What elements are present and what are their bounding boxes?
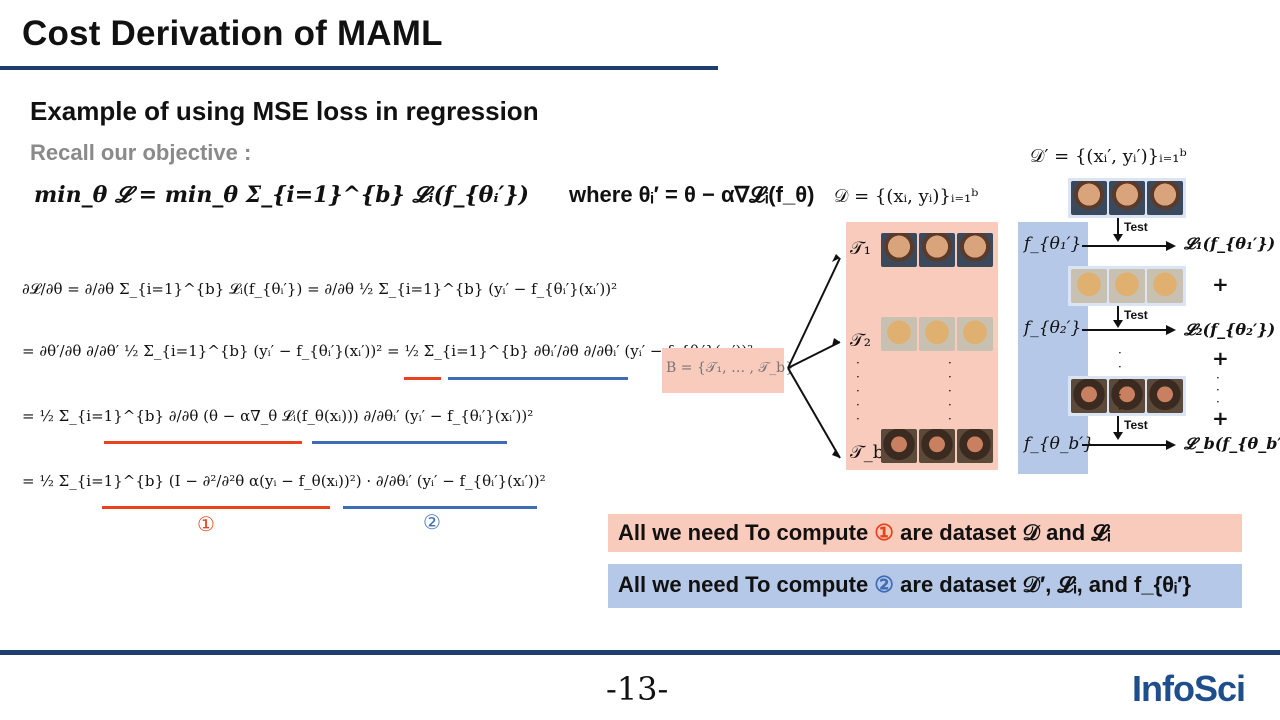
note-1-prefix: All we need To compute bbox=[618, 520, 875, 545]
task-vdots-left: · · · · · bbox=[856, 356, 860, 426]
person-photo bbox=[881, 233, 917, 267]
title-divider bbox=[0, 66, 718, 70]
chimp-photo bbox=[1109, 379, 1145, 413]
task-1-images bbox=[878, 230, 996, 270]
task-b-images bbox=[878, 426, 996, 466]
model-panel bbox=[1018, 222, 1088, 474]
marker-1: ① bbox=[197, 514, 215, 536]
underline-red-3 bbox=[104, 441, 302, 444]
slide-title: Cost Derivation of MAML bbox=[22, 14, 443, 53]
recall-label: Recall our objective : bbox=[30, 140, 252, 165]
task-label-1: 𝒯₁ bbox=[850, 238, 872, 259]
note-marker-2: All we need To compute ② are dataset 𝒟′,… bbox=[608, 564, 1242, 608]
loss-label-b: 𝓛_b(f_{θ_b′}) bbox=[1184, 434, 1280, 453]
loss-label-1: 𝓛₁(f_{θ₁′}) bbox=[1184, 234, 1276, 253]
objective-right: where θᵢ′ = θ − α∇𝓛ᵢ(f_θ) bbox=[568, 182, 815, 207]
derivation-line-2: = ∂θ′/∂θ ∂/∂θ′ ½ Σ_{i=1}^{b} (yᵢ′ − f_{θ… bbox=[22, 342, 754, 360]
person-photo bbox=[919, 233, 955, 267]
dataset-d-label: 𝒟 = {(xᵢ, yᵢ)}ᵢ₌₁ᵇ bbox=[834, 186, 979, 207]
underline-red-4 bbox=[102, 506, 330, 509]
marker-2: ② bbox=[423, 512, 441, 534]
note-2-marker: ② bbox=[874, 572, 895, 597]
person-photo bbox=[1109, 181, 1145, 215]
dog-photo bbox=[1147, 269, 1183, 303]
chimp-photo bbox=[1071, 379, 1107, 413]
chimp-photo bbox=[1147, 379, 1183, 413]
page-number: -13- bbox=[606, 670, 669, 708]
chimp-photo bbox=[881, 429, 917, 463]
plus-3: + bbox=[1212, 406, 1229, 430]
objective-equation: min_θ 𝓛 = min_θ Σ_{i=1}^{b} 𝓛ᵢ(f_{θᵢ′}) … bbox=[34, 182, 814, 208]
task-label-2: 𝒯₂ bbox=[850, 330, 872, 351]
dataset-d-prime-label: 𝒟′ = {(xᵢ′, yᵢ′)}ᵢ₌₁ᵇ bbox=[1030, 146, 1187, 167]
person-photo bbox=[1147, 181, 1183, 215]
note-2-suffix: are dataset 𝒟′, 𝓛ᵢ, and f_{θᵢ′} bbox=[894, 572, 1191, 597]
note-marker-1: All we need To compute ① are dataset 𝒟 a… bbox=[608, 514, 1242, 552]
underline-blue-3 bbox=[312, 441, 507, 444]
model-label-b: f_{θ_b′} bbox=[1024, 434, 1094, 454]
task-label-b: 𝒯_b bbox=[850, 442, 885, 463]
model-vdots: · · · · · bbox=[1118, 346, 1122, 416]
loss-vdots: · · · bbox=[1216, 371, 1220, 409]
section-heading: Example of using MSE loss in regression bbox=[30, 96, 539, 126]
dog-photo bbox=[919, 317, 955, 351]
batch-box bbox=[662, 348, 784, 393]
dog-photo bbox=[1109, 269, 1145, 303]
model-label-2: f_{θ₂′} bbox=[1024, 318, 1082, 338]
person-photo bbox=[1071, 181, 1107, 215]
infosci-logo: InfoSci bbox=[1132, 668, 1246, 709]
test-label-b: Test bbox=[1124, 418, 1148, 432]
underline-blue-4 bbox=[343, 506, 537, 509]
derivation-line-1: ∂𝓛/∂θ = ∂/∂θ Σ_{i=1}^{b} 𝓛ᵢ(f_{θᵢ′}) = ∂… bbox=[22, 280, 618, 298]
note-2-prefix: All we need To compute bbox=[618, 572, 875, 597]
task-vdots-right: · · · · · bbox=[948, 356, 952, 426]
note-1-marker: ① bbox=[874, 520, 895, 545]
derivation-line-3: = ½ Σ_{i=1}^{b} ∂/∂θ (θ − α∇_θ 𝓛ᵢ(f_θ(xᵢ… bbox=[22, 407, 534, 425]
batch-label: B = {𝒯₁, … , 𝒯_b} bbox=[666, 360, 795, 376]
query-2-images bbox=[1068, 266, 1186, 306]
model-label-1: f_{θ₁′} bbox=[1024, 234, 1082, 254]
test-label-1: Test bbox=[1124, 220, 1148, 234]
underline-blue-2 bbox=[448, 377, 628, 380]
chimp-photo bbox=[957, 429, 993, 463]
derivation-line-4: = ½ Σ_{i=1}^{b} (I − ∂²/∂²θ α(yᵢ − f_θ(x… bbox=[22, 472, 546, 490]
arrow-task-1 bbox=[787, 257, 841, 369]
objective-left: min_θ 𝓛 = min_θ Σ_{i=1}^{b} 𝓛ᵢ(f_{θᵢ′}) bbox=[34, 182, 529, 208]
arrow-task-b bbox=[787, 367, 841, 459]
query-b-images bbox=[1068, 376, 1186, 416]
plus-2: + bbox=[1212, 346, 1229, 370]
underline-red-2 bbox=[404, 377, 441, 380]
note-1-suffix: are dataset 𝒟 and 𝓛ᵢ bbox=[894, 520, 1111, 545]
test-label-2: Test bbox=[1124, 308, 1148, 322]
loss-label-2: 𝓛₂(f_{θ₂′}) bbox=[1184, 320, 1276, 339]
chimp-photo bbox=[919, 429, 955, 463]
plus-1: + bbox=[1212, 272, 1229, 296]
query-1-images bbox=[1068, 178, 1186, 218]
person-photo bbox=[957, 233, 993, 267]
dog-photo bbox=[957, 317, 993, 351]
task-2-images bbox=[878, 314, 996, 354]
dog-photo bbox=[881, 317, 917, 351]
footer-divider bbox=[0, 650, 1280, 655]
arrow-task-2 bbox=[787, 341, 841, 369]
dog-photo bbox=[1071, 269, 1107, 303]
